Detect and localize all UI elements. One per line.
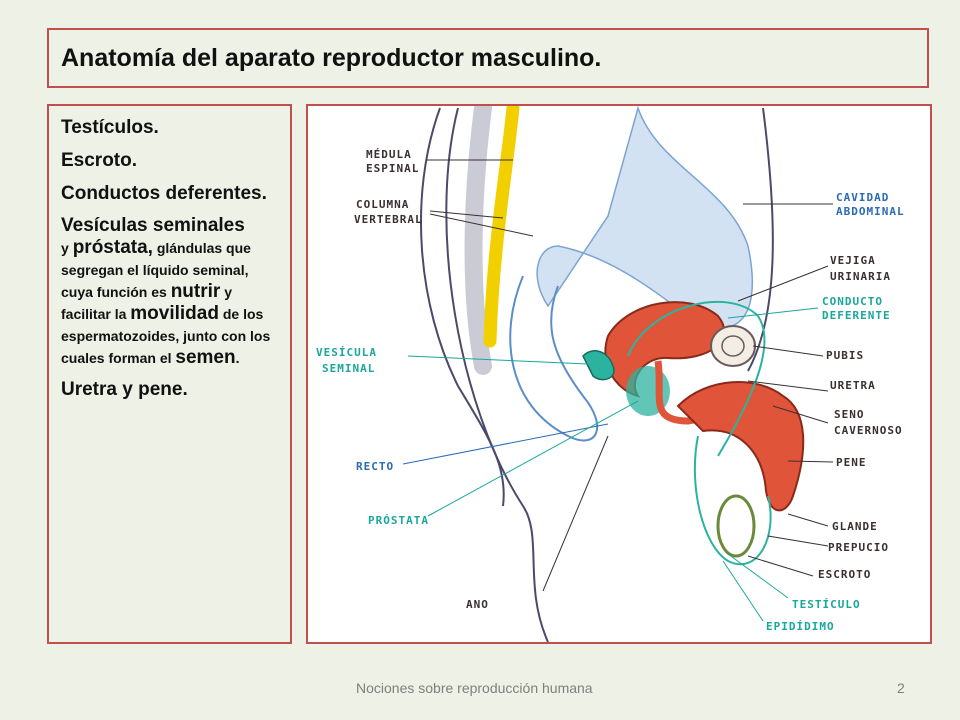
- label-prostata: PRÓSTATA: [368, 514, 429, 527]
- vas-deferens: [627, 301, 766, 457]
- seminal-vesicle: [582, 350, 615, 381]
- list-item-uretra: Uretra y pene.: [61, 379, 188, 400]
- description-text-2: y facilitar la: [61, 284, 232, 322]
- label-pubis: PUBIS: [826, 349, 864, 362]
- anatomy-figure: MÉDULA ESPINAL COLUMNA VERTEBRAL CAVIDAD…: [306, 104, 932, 644]
- rectum: [509, 275, 599, 442]
- label-medula-2: ESPINAL: [366, 162, 419, 175]
- conjunction-y: y: [61, 240, 69, 256]
- testis: [716, 494, 756, 558]
- label-conducto-1: CONDUCTO: [822, 295, 883, 308]
- label-vejiga-1: VEJIGA: [830, 254, 876, 267]
- label-medula-1: MÉDULA: [366, 148, 412, 161]
- label-testiculo: TESTÍCULO: [792, 598, 861, 611]
- label-seno-2: CAVERNOSO: [834, 424, 903, 437]
- label-escroto: ESCROTO: [818, 568, 871, 581]
- list-item-vesiculas: Vesículas seminales y próstata, glándulas…: [61, 215, 282, 369]
- semen-term: semen: [175, 347, 236, 368]
- list-item-testiculos: Testículos.: [61, 117, 159, 138]
- label-vesicula-1: VESÍCULA: [316, 346, 377, 359]
- label-cavidad-1: CAVIDAD: [836, 191, 889, 204]
- list-item-escroto: Escroto.: [61, 150, 138, 171]
- page-number: 2: [897, 680, 905, 696]
- abdomen-outline: [747, 107, 774, 372]
- label-seno-1: SENO: [834, 408, 865, 421]
- anatomy-diagram: MÉDULA ESPINAL COLUMNA VERTEBRAL CAVIDAD…: [316, 106, 905, 642]
- description-text-1: glándulas que segregan el líquido semina…: [61, 240, 251, 300]
- label-vesicula-2: SEMINAL: [322, 362, 375, 375]
- scrotum: [693, 435, 772, 566]
- prostata-term: próstata,: [72, 237, 153, 258]
- content-list: Testículos. Escroto. Conductos deferente…: [47, 104, 292, 644]
- slide-title: Anatomía del aparato reproductor masculi…: [61, 44, 602, 72]
- vertebral-column: [464, 106, 492, 375]
- pubis-bone: [710, 325, 756, 367]
- vesiculas-term: Vesículas seminales: [61, 215, 245, 236]
- urethra: [654, 360, 779, 425]
- abdominal-cavity: [536, 106, 753, 329]
- label-columna-2: VERTEBRAL: [354, 213, 423, 226]
- movilidad-term: movilidad: [130, 303, 219, 324]
- label-vejiga-2: URINARIA: [830, 270, 891, 283]
- label-columna-1: COLUMNA: [356, 198, 409, 211]
- final-period: .: [235, 350, 240, 366]
- spinal-cord: [483, 106, 520, 348]
- label-conducto-2: DEFERENTE: [822, 309, 891, 322]
- footer-text: Nociones sobre reproducción humana: [356, 680, 593, 696]
- label-pene: PENE: [836, 456, 867, 469]
- penis: [676, 381, 805, 512]
- label-prepucio: PREPUCIO: [828, 541, 889, 554]
- nutrir-term: nutrir: [170, 281, 221, 302]
- label-cavidad-2: ABDOMINAL: [836, 205, 905, 218]
- label-glande: GLANDE: [832, 520, 878, 533]
- label-ano: ANO: [466, 598, 489, 611]
- label-recto: RECTO: [356, 460, 394, 473]
- description-text-3: de los espermatozoides, junto con los cu…: [61, 306, 271, 366]
- body-outline-left: [420, 107, 505, 507]
- list-item-conductos: Conductos deferentes.: [61, 183, 267, 204]
- label-epididimo: EPIDÍDIMO: [766, 620, 835, 633]
- title-box: Anatomía del aparato reproductor masculi…: [47, 28, 929, 88]
- label-uretra: URETRA: [830, 379, 876, 392]
